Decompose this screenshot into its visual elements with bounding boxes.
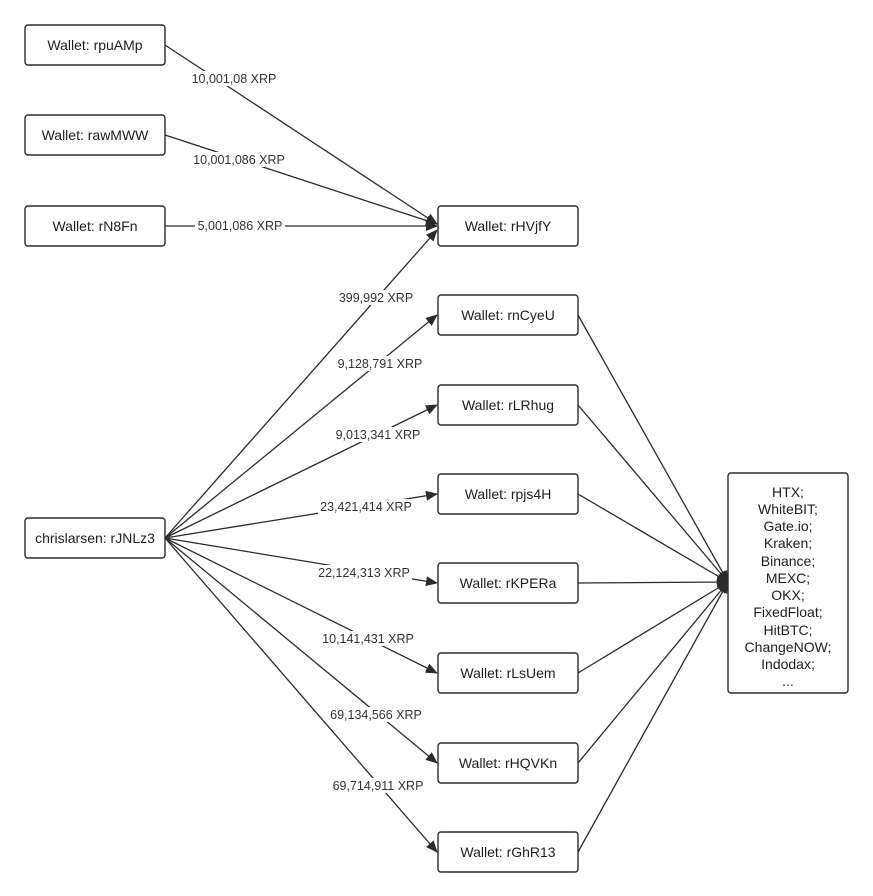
node-label: Wallet: rHQVKn <box>459 755 557 771</box>
edge-label-text: 9,128,791 XRP <box>338 357 423 371</box>
edge-source-to-rHVjfY <box>164 229 438 539</box>
node-wallet-rHVjfY[interactable]: Wallet: rHVjfY <box>437 205 579 247</box>
edge-rLsUem-to-exchanges <box>577 581 729 674</box>
exchange-indodax: Indodax; <box>761 656 815 672</box>
edge-label-e5: 9,128,791 XRP <box>335 356 425 371</box>
node-wallet-rpjs4H[interactable]: Wallet: rpjs4H <box>437 473 579 515</box>
exchange-whitebit: WhiteBIT; <box>758 501 818 517</box>
nodes: Wallet: rpuAMp Wallet: rawMWW Wallet: rN… <box>24 24 849 873</box>
edge-source-to-rGhR13 <box>164 537 438 853</box>
node-wallet-rN8Fn[interactable]: Wallet: rN8Fn <box>24 205 166 247</box>
edge-rHQVKn-to-exchanges <box>577 581 729 764</box>
exchange-kraken: Kraken; <box>764 535 812 551</box>
edge-label-e1: 10,001,08 XRP <box>190 71 278 86</box>
edge-source-to-rLsUem <box>164 537 438 674</box>
exchange-mexc: MEXC; <box>766 570 810 586</box>
edge-label-text: 5,001,086 XRP <box>198 219 283 233</box>
node-label: Wallet: rpuAMp <box>47 37 142 53</box>
node-wallet-rLsUem[interactable]: Wallet: rLsUem <box>437 652 579 694</box>
edge-label-e4: 399,992 XRP <box>334 290 418 305</box>
exchange-hitbtc: HitBTC; <box>764 622 813 638</box>
exchange-htx: HTX; <box>772 484 804 500</box>
node-wallet-rawMWW[interactable]: Wallet: rawMWW <box>24 114 166 156</box>
node-label: Wallet: rKPERa <box>460 575 557 591</box>
edge-label-e2: 10,001,086 XRP <box>191 152 287 167</box>
node-label: Wallet: rHVjfY <box>465 218 552 234</box>
edge-label-text: 22,124,313 XRP <box>318 566 410 580</box>
edge-rnCyeU-to-exchanges <box>577 314 729 583</box>
edge-label-text: 10,001,08 XRP <box>192 72 277 86</box>
node-label: Wallet: rawMWW <box>42 127 150 143</box>
edge-rKPERa-to-exchanges <box>577 577 729 588</box>
node-wallet-rGhR13[interactable]: Wallet: rGhR13 <box>437 831 579 873</box>
node-exchanges[interactable]: HTX; WhiteBIT; Gate.io; Kraken; Binance;… <box>727 472 849 694</box>
node-wallet-rnCyeU[interactable]: Wallet: rnCyeU <box>437 294 579 336</box>
node-source-chrislarsen[interactable]: chrislarsen: rJNLz3 <box>24 517 166 559</box>
node-wallet-rKPERa[interactable]: Wallet: rKPERa <box>437 562 579 604</box>
node-label: Wallet: rGhR13 <box>460 844 555 860</box>
edge-label-text: 399,992 XRP <box>339 291 413 305</box>
edge-label-e6: 9,013,341 XRP <box>333 427 423 442</box>
edge-rGhR13-to-exchanges <box>577 581 729 853</box>
edge-label-e11: 69,714,911 XRP <box>331 778 425 793</box>
edge-label-text: 9,013,341 XRP <box>336 428 421 442</box>
edge-rawMWW-to-rHVjfY <box>164 134 438 226</box>
node-label: Wallet: rpjs4H <box>465 486 552 502</box>
node-label: chrislarsen: rJNLz3 <box>35 530 155 546</box>
edge-label-e7: 23,421,414 XRP <box>318 499 414 514</box>
node-wallet-rLRhug[interactable]: Wallet: rLRhug <box>437 384 579 426</box>
edge-label-e10: 69,134,566 XRP <box>327 707 425 722</box>
edge-label-text: 23,421,414 XRP <box>320 500 412 514</box>
edge-label-text: 10,001,086 XRP <box>193 153 285 167</box>
exchange-gateio: Gate.io; <box>763 518 812 534</box>
edge-label-text: 10,141,431 XRP <box>322 632 414 646</box>
edge-label-text: 69,714,911 XRP <box>333 779 424 793</box>
edge-rLRhug-to-exchanges <box>577 404 729 583</box>
exchange-okx: OKX; <box>771 587 804 603</box>
node-label: Wallet: rN8Fn <box>52 218 137 234</box>
node-wallet-rpuAMp[interactable]: Wallet: rpuAMp <box>24 24 166 66</box>
edge-labels: 10,001,08 XRP 10,001,086 XRP 5,001,086 X… <box>190 71 425 793</box>
node-label: Wallet: rLRhug <box>462 397 554 413</box>
edge-source-to-rnCyeU <box>164 314 438 539</box>
edge-source-to-rHQVKn <box>164 537 438 764</box>
exchange-fixedfloat: FixedFloat; <box>753 604 822 620</box>
edge-label-e3: 5,001,086 XRP <box>195 218 285 233</box>
exchange-changenow: ChangeNOW; <box>745 639 832 655</box>
exchange-binance: Binance; <box>761 553 815 569</box>
edge-source-to-rLRhug <box>164 404 438 539</box>
edge-rpjs4H-to-exchanges <box>577 493 729 583</box>
edges <box>164 44 729 853</box>
node-label: Wallet: rLsUem <box>460 665 555 681</box>
edge-label-e9: 10,141,431 XRP <box>320 631 416 646</box>
exchange-more: ... <box>782 673 794 689</box>
node-wallet-rHQVKn[interactable]: Wallet: rHQVKn <box>437 742 579 784</box>
node-label: Wallet: rnCyeU <box>461 307 555 323</box>
edge-label-text: 69,134,566 XRP <box>330 708 422 722</box>
edge-label-e8: 22,124,313 XRP <box>316 565 412 580</box>
